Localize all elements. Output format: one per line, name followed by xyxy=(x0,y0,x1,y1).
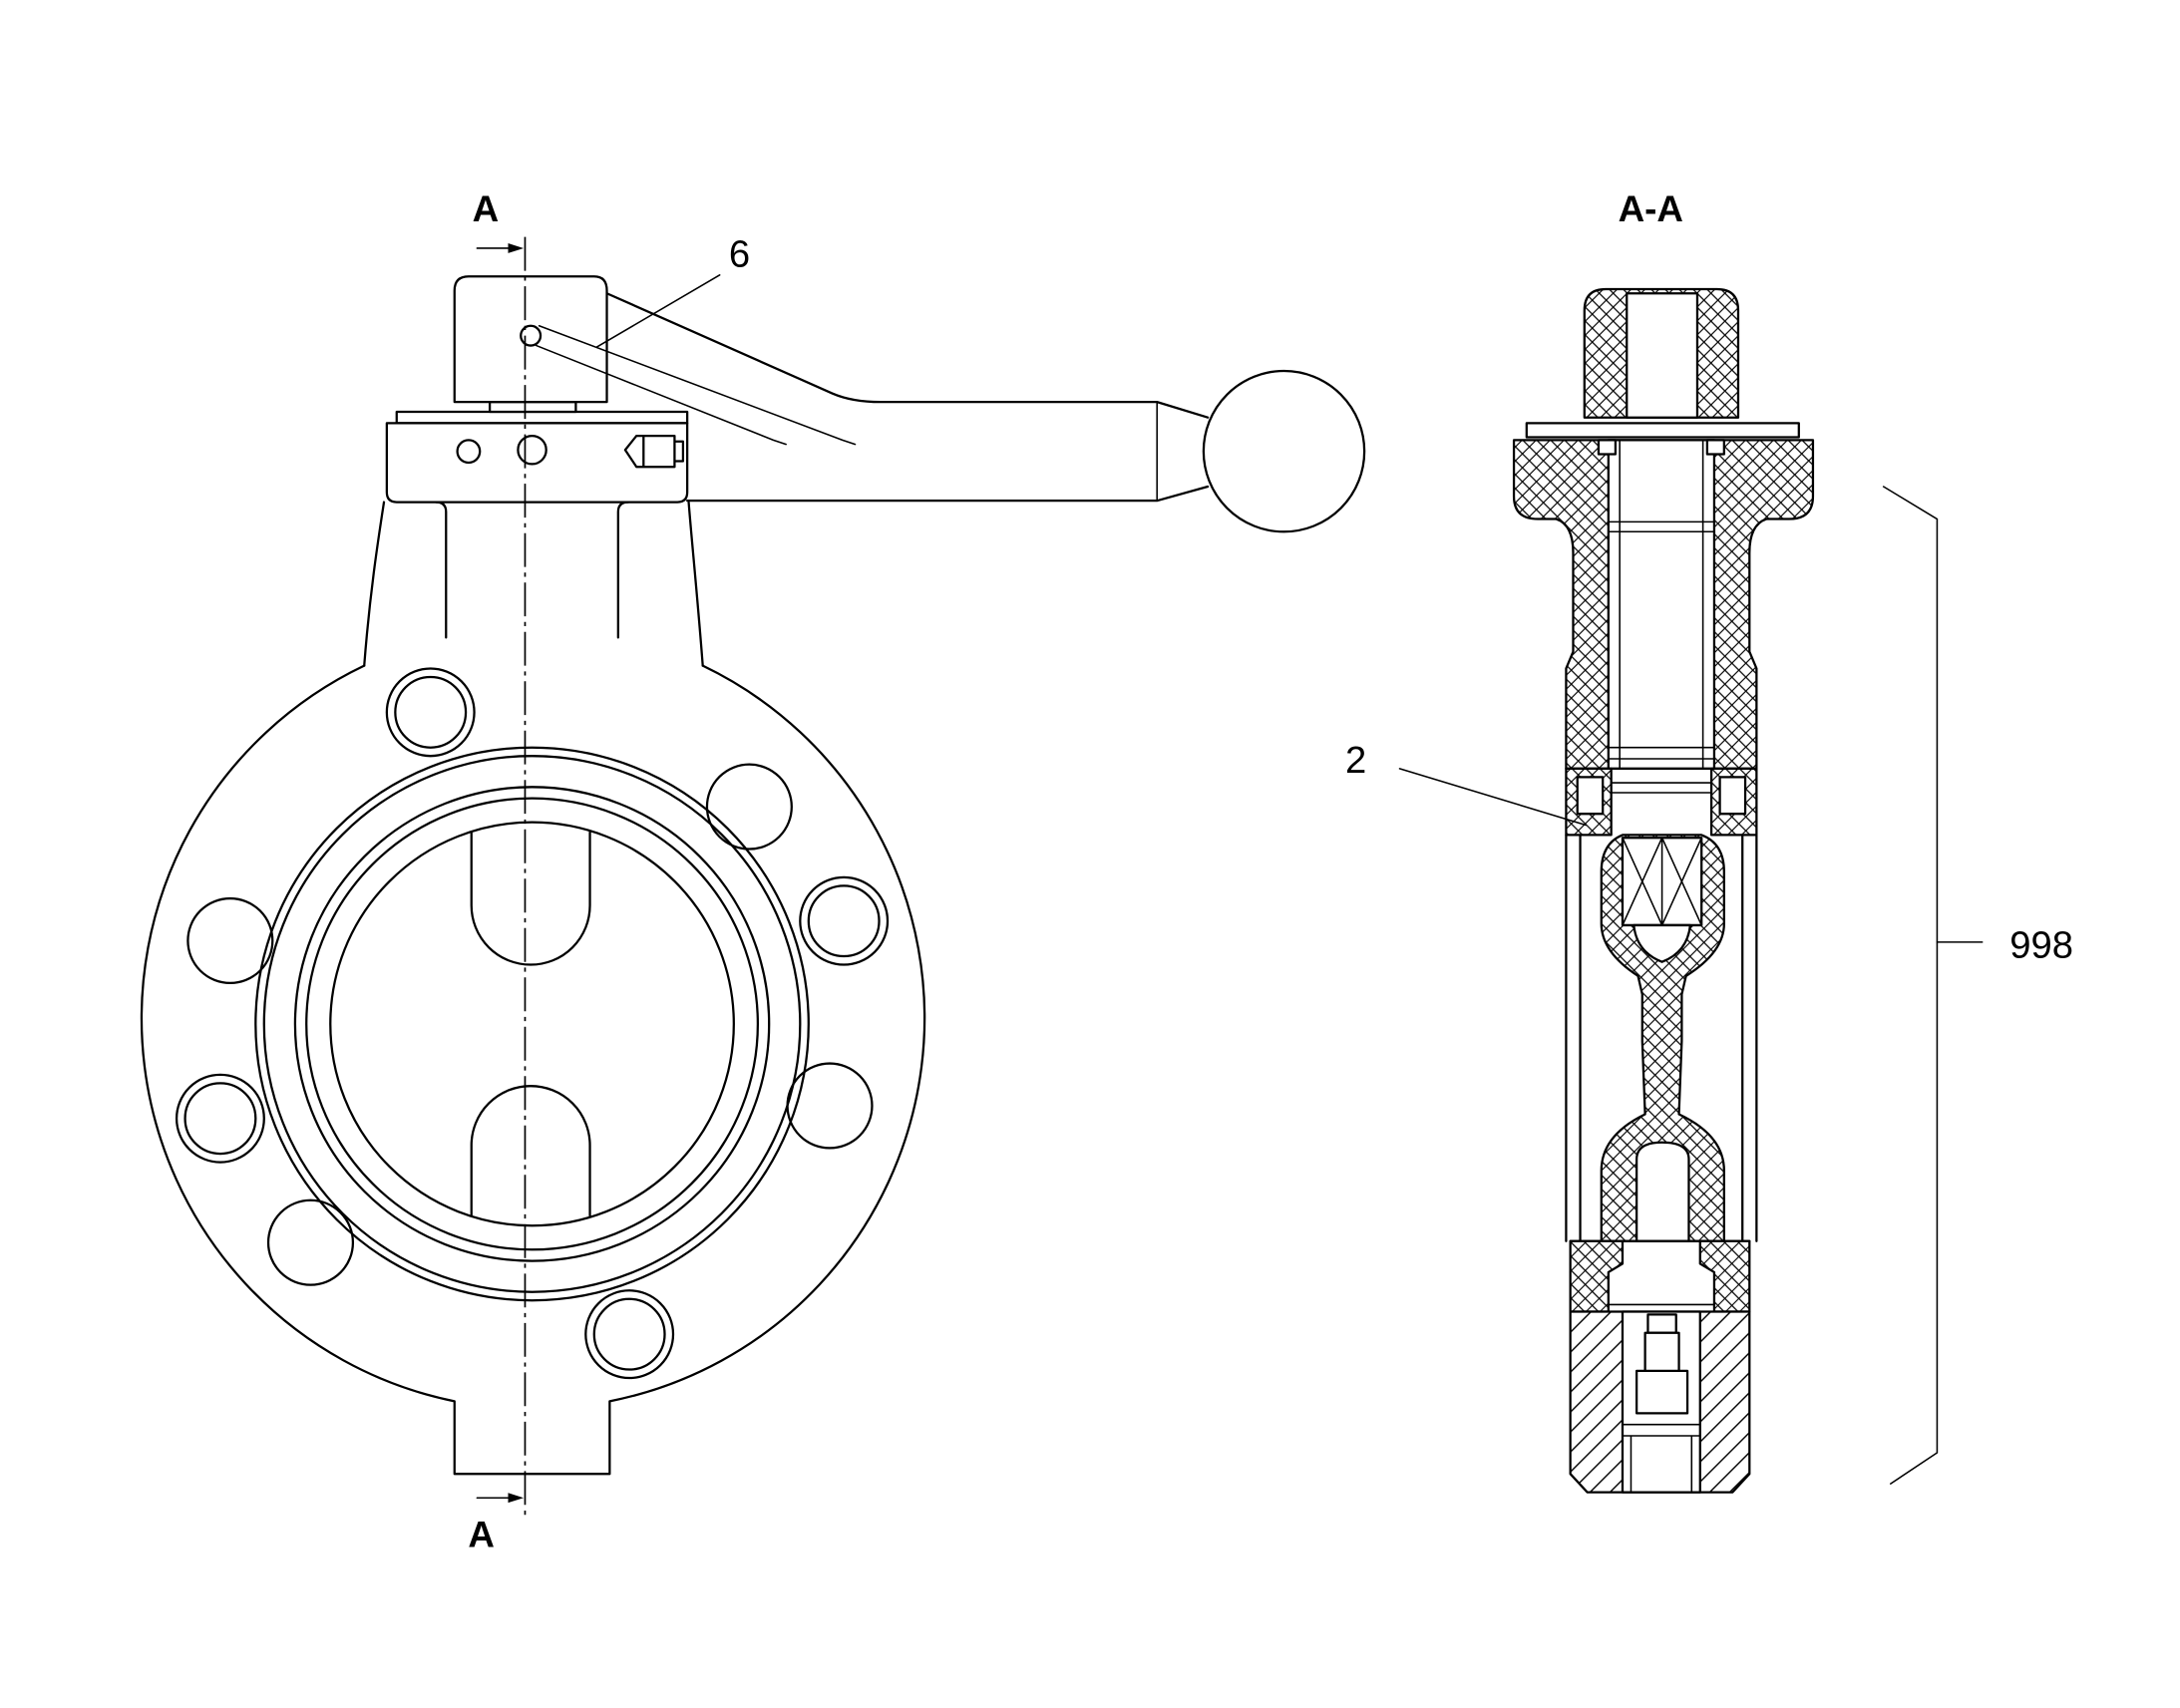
section-arrow-bottom-head xyxy=(508,1493,525,1504)
section-arrow-top-head xyxy=(508,243,525,253)
seat-ring-outer-inner xyxy=(262,755,802,1293)
lock-pin-fitting xyxy=(623,434,685,469)
square-drive-tip xyxy=(1633,923,1692,963)
lever-slot-lines xyxy=(536,324,857,446)
bolt-hole xyxy=(786,1062,874,1150)
bolt-hole xyxy=(385,667,476,758)
lower-stem-cavity xyxy=(1635,1141,1690,1242)
neck-inner-right xyxy=(616,501,629,639)
oring-groove-left xyxy=(1597,439,1618,456)
bore-circle xyxy=(329,821,735,1227)
neck-outer-right xyxy=(687,501,704,667)
body-wall-left xyxy=(1565,834,1582,1242)
hub-pivot-pin xyxy=(520,324,543,347)
bolt-hole-inner xyxy=(183,1082,257,1156)
bearing-cavity-right xyxy=(1718,776,1747,816)
bottom-pin-head xyxy=(1646,1313,1677,1334)
disc-slot-lower xyxy=(470,1085,591,1217)
lever-arm-lower-edge xyxy=(686,485,1210,503)
seat-ring-mid xyxy=(293,786,771,1262)
bolt-hole xyxy=(186,896,274,985)
lever-arm-upper-edge xyxy=(605,292,1210,419)
disc-slot-upper xyxy=(470,831,591,966)
top-plate-section xyxy=(1525,422,1800,439)
section-arrow-bottom xyxy=(476,1493,525,1504)
stem-outline xyxy=(1608,439,1715,770)
callout-6-label: 6 xyxy=(729,232,750,275)
square-drive-cross xyxy=(1622,837,1702,926)
stem-channel xyxy=(1607,439,1716,771)
callout-2-leader xyxy=(1398,768,1587,827)
neck-outer-left xyxy=(363,501,386,667)
bolt-hole xyxy=(799,875,890,966)
seat-ring-inner xyxy=(305,797,760,1251)
bearing-cavity-left xyxy=(1576,776,1605,816)
section-view-title: A-A xyxy=(1619,188,1683,229)
front-view: A A 6 xyxy=(140,188,1366,1555)
plate-hole-stem xyxy=(517,434,547,466)
bottom-nut xyxy=(1635,1369,1689,1415)
top-plate-rim xyxy=(395,410,689,425)
hub-cap-bore xyxy=(1626,292,1699,419)
plate-hole-small xyxy=(456,439,482,465)
bolt-hole xyxy=(175,1073,265,1164)
bolt-holes xyxy=(175,667,890,1380)
disc-section xyxy=(1600,834,1725,1242)
seat-ring-outer xyxy=(254,746,810,1302)
lever-ball-knob xyxy=(1202,369,1366,533)
callout-998-label: 998 xyxy=(2009,923,2073,966)
assembly-bracket xyxy=(1882,486,1939,1485)
bolt-hole xyxy=(705,763,793,851)
stem-grooves xyxy=(1610,782,1712,794)
actuator-hub xyxy=(453,275,608,404)
bottom-bore-details xyxy=(1622,1423,1701,1494)
section-mark-bottom: A xyxy=(468,1515,495,1555)
section-view: A-A xyxy=(1345,188,2073,1494)
section-mark-top: A xyxy=(473,188,500,229)
bolt-hole-inner xyxy=(592,1297,666,1371)
bolt-hole-inner xyxy=(394,675,468,749)
bolt-hole xyxy=(266,1198,355,1286)
oring-groove-right xyxy=(1705,439,1725,456)
callout-6-leader xyxy=(595,274,721,348)
callout-2-label: 2 xyxy=(1345,739,1366,782)
body-wall-right xyxy=(1741,834,1758,1242)
valve-body-outline xyxy=(140,664,926,1476)
lower-block-right xyxy=(1698,1239,1751,1313)
hub-collar xyxy=(488,401,577,414)
bolt-hole-inner xyxy=(807,884,881,958)
bolt-hole xyxy=(584,1289,675,1380)
neck-inner-left xyxy=(435,501,448,639)
lower-block-left xyxy=(1569,1239,1625,1313)
section-arrow-top xyxy=(476,243,525,253)
